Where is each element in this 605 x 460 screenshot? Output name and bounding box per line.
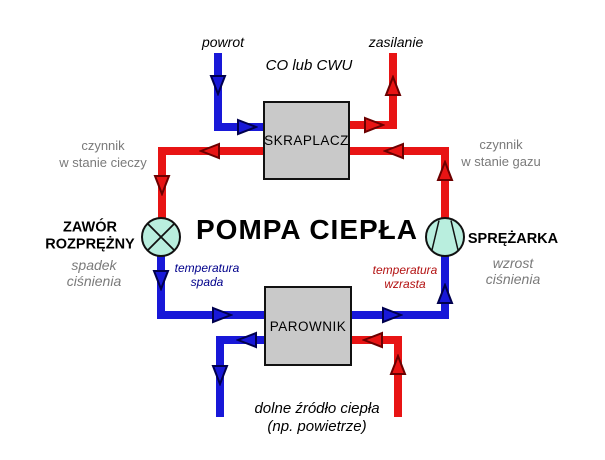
flow-arrow-up-icon (384, 75, 402, 96)
flow-arrow-left-icon (383, 142, 404, 160)
flow-arrow-down-icon (153, 175, 171, 196)
flow-arrow-up-icon (436, 160, 454, 181)
evaporator-box: PAROWNIK (264, 286, 352, 366)
flow-arrow-down-icon (209, 75, 227, 96)
pressure-drop-label: spadek ciśnienia (66, 257, 122, 289)
flow-arrow-up-icon (436, 283, 454, 304)
pipe-gas-refrigerant-vertical (441, 147, 449, 218)
flow-arrow-right-icon (364, 116, 385, 134)
heat-source-label: dolne źródło ciepła (np. powietrze) (254, 400, 380, 435)
temperature-rise-label: temperatura wzrasta (372, 263, 438, 291)
pipe-source-in-vertical (394, 336, 402, 417)
expansion-valve-name: ZAWÓR ROZPRĘŻNY (45, 219, 135, 253)
heating-system-label: CO lub CWU (265, 57, 353, 74)
pressure-rise-label: wzrost ciśnienia (485, 255, 541, 287)
flow-arrow-left-icon (199, 142, 220, 160)
flow-arrow-left-icon (362, 331, 383, 349)
flow-arrow-up-icon (389, 354, 407, 375)
return-water-label: powrot (201, 34, 245, 50)
evaporator-label: PAROWNIK (269, 318, 347, 334)
flow-arrow-right-icon (212, 306, 233, 324)
condenser-label: SKRAPLACZ (264, 133, 349, 148)
supply-water-label: zasilanie (368, 34, 424, 50)
flow-arrow-right-icon (237, 118, 258, 136)
temperature-drop-label: temperatura spada (174, 261, 240, 289)
condenser-box: SKRAPLACZ (263, 101, 350, 180)
flow-arrow-right-icon (382, 306, 403, 324)
flow-arrow-down-icon (152, 270, 170, 291)
flow-arrow-left-icon (236, 331, 257, 349)
refrigerant-gas-state-label: czynnik w stanie gazu (461, 137, 541, 169)
compressor-name: SPRĘŻARKA (467, 230, 559, 247)
flow-arrow-down-icon (211, 365, 229, 386)
diagram-title: POMPA CIEPŁA (195, 214, 419, 245)
compressor-icon (425, 217, 465, 257)
pipe-expanded-refrigerant-horizontal (157, 311, 265, 319)
expansion-valve-icon (141, 217, 181, 257)
refrigerant-liquid-state-label: czynnik w stanie cieczy (59, 138, 147, 170)
